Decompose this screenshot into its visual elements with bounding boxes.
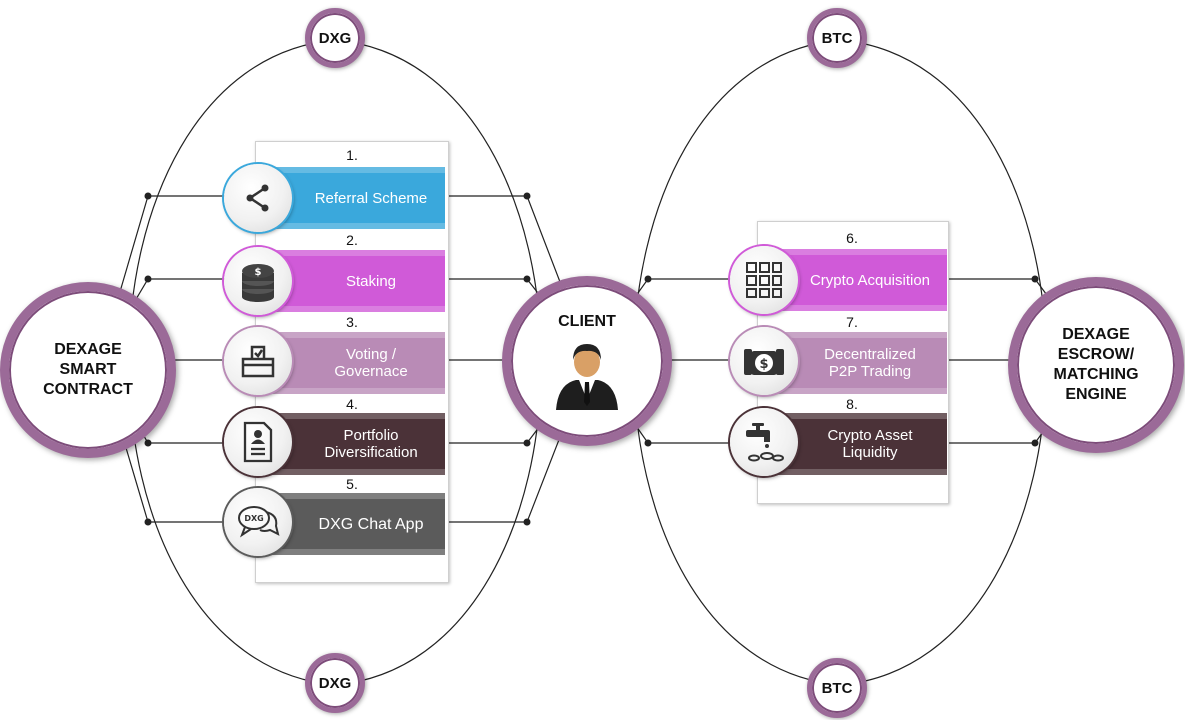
feature-label: Crypto Asset Liquidity bbox=[827, 427, 913, 461]
feature-label: Crypto Acquisition bbox=[809, 271, 931, 289]
feature-number: 4. bbox=[346, 396, 358, 412]
feature-number: 3. bbox=[346, 314, 358, 330]
btc-token-top: BTC bbox=[807, 8, 867, 68]
svg-text:$: $ bbox=[255, 267, 262, 278]
coin-stack-icon: $ bbox=[224, 247, 292, 315]
liquidity-tap-icon bbox=[730, 408, 798, 476]
feature-label: Referral Scheme bbox=[314, 189, 428, 207]
svg-text:$: $ bbox=[759, 357, 768, 372]
businessman-avatar-icon bbox=[556, 344, 618, 410]
dexage-smart-contract-hub: DEXAGE SMART CONTRACT bbox=[0, 282, 176, 458]
token-label: DXG bbox=[318, 674, 352, 692]
hub-label: DEXAGE SMART CONTRACT bbox=[43, 341, 133, 398]
dxg-token-bottom: DXG bbox=[305, 653, 365, 713]
feature-number: 2. bbox=[346, 232, 358, 248]
feature-label: Decentralized P2P Trading bbox=[824, 346, 916, 380]
feature-number: 1. bbox=[346, 147, 358, 163]
dxg-token-top: DXG bbox=[305, 8, 365, 68]
feature-number: 6. bbox=[846, 230, 858, 246]
chat-icon-text: DXG bbox=[244, 514, 263, 523]
feature-number: 5. bbox=[346, 476, 358, 492]
feature-dxg-chat-app[interactable]: DXG Chat App bbox=[257, 493, 445, 555]
client-hub: CLIENT bbox=[502, 276, 672, 446]
feature-number: 7. bbox=[846, 314, 858, 330]
token-label: BTC bbox=[821, 679, 853, 697]
share-icon bbox=[224, 164, 292, 232]
feature-label: Voting / Governace bbox=[334, 346, 408, 380]
document-profile-icon bbox=[224, 408, 292, 476]
p2p-exchange-icon: $ bbox=[730, 327, 798, 395]
feature-staking[interactable]: Staking bbox=[257, 250, 445, 312]
client-label: CLIENT bbox=[558, 313, 616, 330]
hub-label: DEXAGE ESCROW/ MATCHING ENGINE bbox=[1053, 326, 1139, 403]
feature-label: DXG Chat App bbox=[318, 515, 424, 533]
chat-bubbles-icon: DXG bbox=[224, 488, 292, 556]
dexage-escrow-matching-engine-hub: DEXAGE ESCROW/ MATCHING ENGINE bbox=[1008, 277, 1184, 453]
token-label: DXG bbox=[318, 29, 352, 47]
token-label: BTC bbox=[821, 29, 853, 47]
btc-token-bottom: BTC bbox=[807, 658, 867, 718]
ballot-box-icon bbox=[224, 327, 292, 395]
feature-number: 8. bbox=[846, 396, 858, 412]
feature-label: Staking bbox=[345, 272, 397, 290]
blockchain-grid-icon bbox=[730, 246, 798, 314]
feature-label: Portfolio Diversification bbox=[324, 427, 418, 461]
